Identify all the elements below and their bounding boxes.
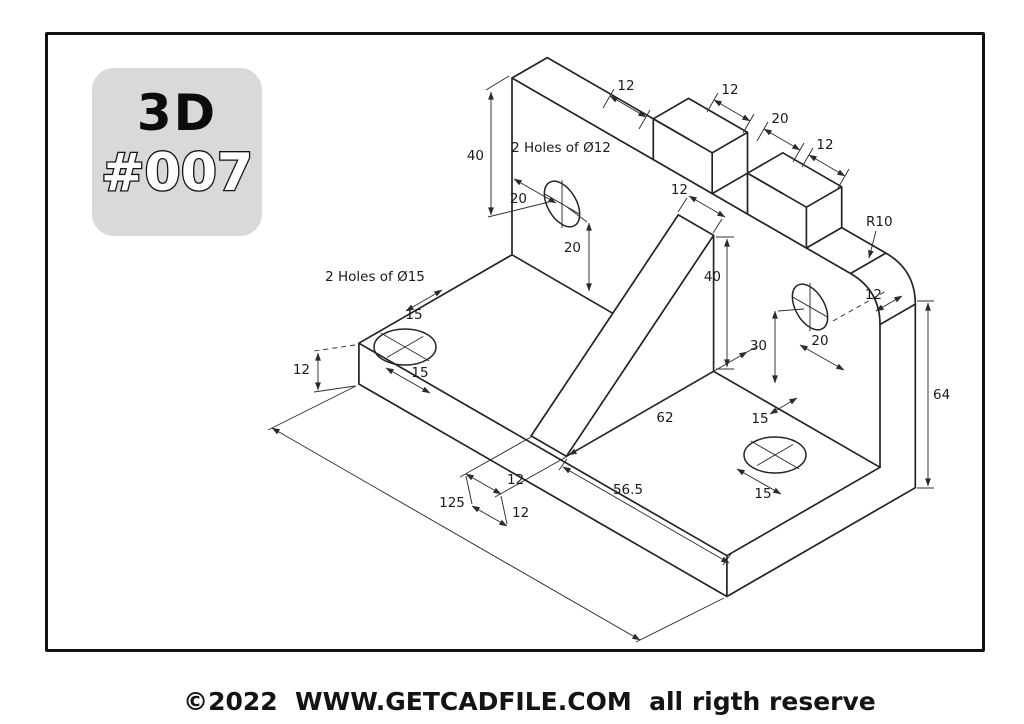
dimension-lines bbox=[267, 75, 934, 643]
dim-label: 20 bbox=[811, 333, 828, 349]
part-holes bbox=[373, 180, 829, 474]
dim-label: 12 bbox=[865, 287, 882, 303]
badge-number-label: #007 bbox=[101, 143, 253, 203]
hole-note: 2 Holes of Ø15 bbox=[325, 269, 425, 285]
dim-label: R10 bbox=[866, 214, 893, 230]
dim-label: 125 bbox=[439, 495, 465, 511]
dim-label: 15 bbox=[411, 365, 428, 381]
badge-3d-label: 3D bbox=[136, 84, 218, 142]
dim-label: 12 bbox=[721, 82, 738, 98]
dim-label: 15 bbox=[754, 486, 771, 502]
note-labels: 2 Holes of Ø12 2 Holes of Ø15 bbox=[325, 140, 611, 285]
badge-number: #007 bbox=[100, 142, 255, 205]
footer: ©2022 WWW.GETCADFILE.COM all rigth reser… bbox=[0, 658, 1024, 724]
hole-note: 2 Holes of Ø12 bbox=[511, 140, 611, 156]
part-base bbox=[358, 253, 917, 598]
dim-label: 20 bbox=[510, 191, 527, 207]
dim-label: 20 bbox=[771, 111, 788, 127]
dim-label: 30 bbox=[750, 338, 767, 354]
dim-label: 40 bbox=[467, 148, 484, 164]
dim-label: 62 bbox=[656, 410, 673, 426]
dim-label: 20 bbox=[564, 240, 581, 256]
part-tabs bbox=[652, 97, 843, 249]
dim-label: 56.5 bbox=[613, 482, 643, 498]
base-hole-1 bbox=[373, 328, 437, 366]
plate-hole-2 bbox=[791, 283, 829, 331]
dim-label: 64 bbox=[933, 387, 950, 403]
dim-label: 12 bbox=[816, 137, 833, 153]
dim-label: 12 bbox=[617, 78, 634, 94]
dim-label: 15 bbox=[751, 411, 768, 427]
dim-label: 15 bbox=[405, 307, 422, 323]
dimension-labels: 40 20 20 12 40 30 20 12 R10 64 12 12 20 … bbox=[293, 78, 950, 521]
dim-label: 12 bbox=[512, 505, 529, 521]
dim-label: 12 bbox=[671, 182, 688, 198]
dim-label: 40 bbox=[704, 269, 721, 285]
part-rib bbox=[530, 214, 715, 458]
dim-label: 12 bbox=[293, 362, 310, 378]
footer-text: ©2022 WWW.GETCADFILE.COM all rigth reser… bbox=[183, 687, 876, 716]
badge: 3D #007 bbox=[92, 68, 262, 236]
dim-label: 12 bbox=[507, 472, 524, 488]
